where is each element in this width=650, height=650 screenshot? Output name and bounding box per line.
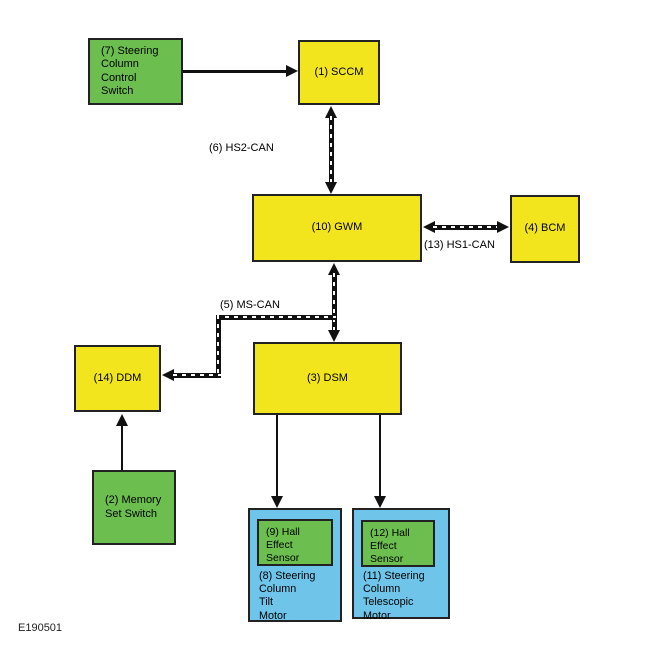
bus-dash-pattern — [333, 273, 335, 331]
bus-hs2-can-line — [328, 116, 334, 184]
node-telescopic-motor: (12) Hall Effect Sensor (11) Steering Co… — [352, 508, 450, 622]
bus-ms-can-branch-vertical — [215, 314, 221, 377]
node-telescopic-hall-sensor: (12) Hall Effect Sensor — [361, 520, 435, 567]
arrowhead-down-icon — [270, 496, 283, 508]
node-label-line: Effect — [266, 539, 293, 551]
node-bcm: (4) BCM — [510, 195, 580, 263]
node-label: (4) BCM — [524, 222, 566, 235]
bus-dash-pattern — [173, 374, 221, 376]
bus-hs1-can-line — [433, 224, 499, 230]
node-label-block: (11) Steering Column Telescopic Motor — [354, 570, 425, 623]
node-label: (10) GWM — [311, 221, 363, 234]
node-gwm: (10) GWM — [252, 194, 422, 262]
node-tilt-motor: (9) Hall Effect Sensor (8) Steering Colu… — [248, 508, 342, 622]
node-label-line: Telescopic — [363, 596, 414, 609]
node-label: (3) DSM — [307, 371, 348, 384]
connector-dsm-to-tilt-motor — [275, 415, 279, 498]
bus-ms-can-into-ddm — [173, 372, 221, 378]
node-label-line: Column — [259, 583, 297, 596]
node-sccm: (1) SCCM — [298, 40, 380, 105]
node-label-line: Effect — [370, 540, 397, 552]
bus-dash-pattern — [433, 226, 499, 228]
node-label-line: Column — [363, 583, 401, 596]
node-tilt-hall-sensor: (9) Hall Effect Sensor — [257, 519, 333, 566]
node-label-line: (11) Steering — [363, 570, 425, 582]
connector-memory-to-ddm — [120, 425, 124, 470]
node-label-line: Sensor — [266, 552, 300, 564]
bus-label-hs1-can: (13) HS1-CAN — [424, 239, 495, 251]
node-label-line: Set Switch — [105, 507, 157, 520]
node-label-line: Motor — [259, 609, 287, 622]
node-memory-set-switch: (2) Memory Set Switch — [92, 470, 176, 545]
node-label: (1) SCCM — [314, 65, 364, 78]
arrowhead-up-icon — [327, 263, 340, 275]
bus-dash-pattern — [330, 116, 332, 184]
node-label-line: Control — [101, 71, 137, 84]
connector-dsm-to-telescopic-motor — [378, 415, 382, 498]
bus-label-ms-can: (5) MS-CAN — [220, 299, 280, 311]
node-label-line: (8) Steering — [259, 570, 316, 582]
node-label-line: Column — [101, 58, 139, 70]
node-ddm: (14) DDM — [74, 345, 161, 412]
arrowhead-left-icon — [162, 368, 174, 381]
node-label-line: Tilt — [259, 596, 273, 609]
node-steering-column-control-switch: (7) Steering Column Control Switch — [88, 38, 183, 105]
node-label-line: Sensor — [370, 553, 404, 565]
bus-ms-can-branch-horizontal — [216, 314, 336, 320]
arrowhead-down-icon — [324, 182, 337, 194]
arrowhead-right-icon — [286, 65, 298, 77]
node-label-line: (9) Hall — [266, 526, 300, 538]
arrowhead-right-icon — [497, 220, 509, 233]
node-dsm: (3) DSM — [253, 342, 402, 415]
arrowhead-down-icon — [373, 496, 386, 508]
node-label-line: Motor — [363, 609, 391, 622]
bus-label-hs2-can: (6) HS2-CAN — [209, 142, 274, 154]
figure-id: E190501 — [18, 622, 63, 634]
node-label-line: (12) Hall — [370, 527, 410, 539]
node-label-line: (7) Steering — [101, 44, 159, 57]
node-label-line: Switch — [101, 85, 134, 97]
arrowhead-up-icon — [324, 106, 337, 118]
bus-ms-can-trunk-line — [331, 273, 337, 331]
bus-dash-pattern — [217, 314, 219, 377]
arrowhead-left-icon — [423, 220, 435, 233]
node-label-block: (8) Steering Column Tilt Motor — [250, 570, 315, 623]
arrowhead-down-icon — [327, 330, 340, 342]
node-label-line: (2) Memory — [105, 494, 162, 506]
bus-dash-pattern — [216, 316, 336, 318]
node-label: (14) DDM — [93, 371, 142, 384]
connector-switch-to-sccm — [183, 70, 288, 73]
arrowhead-up-icon — [115, 414, 128, 426]
